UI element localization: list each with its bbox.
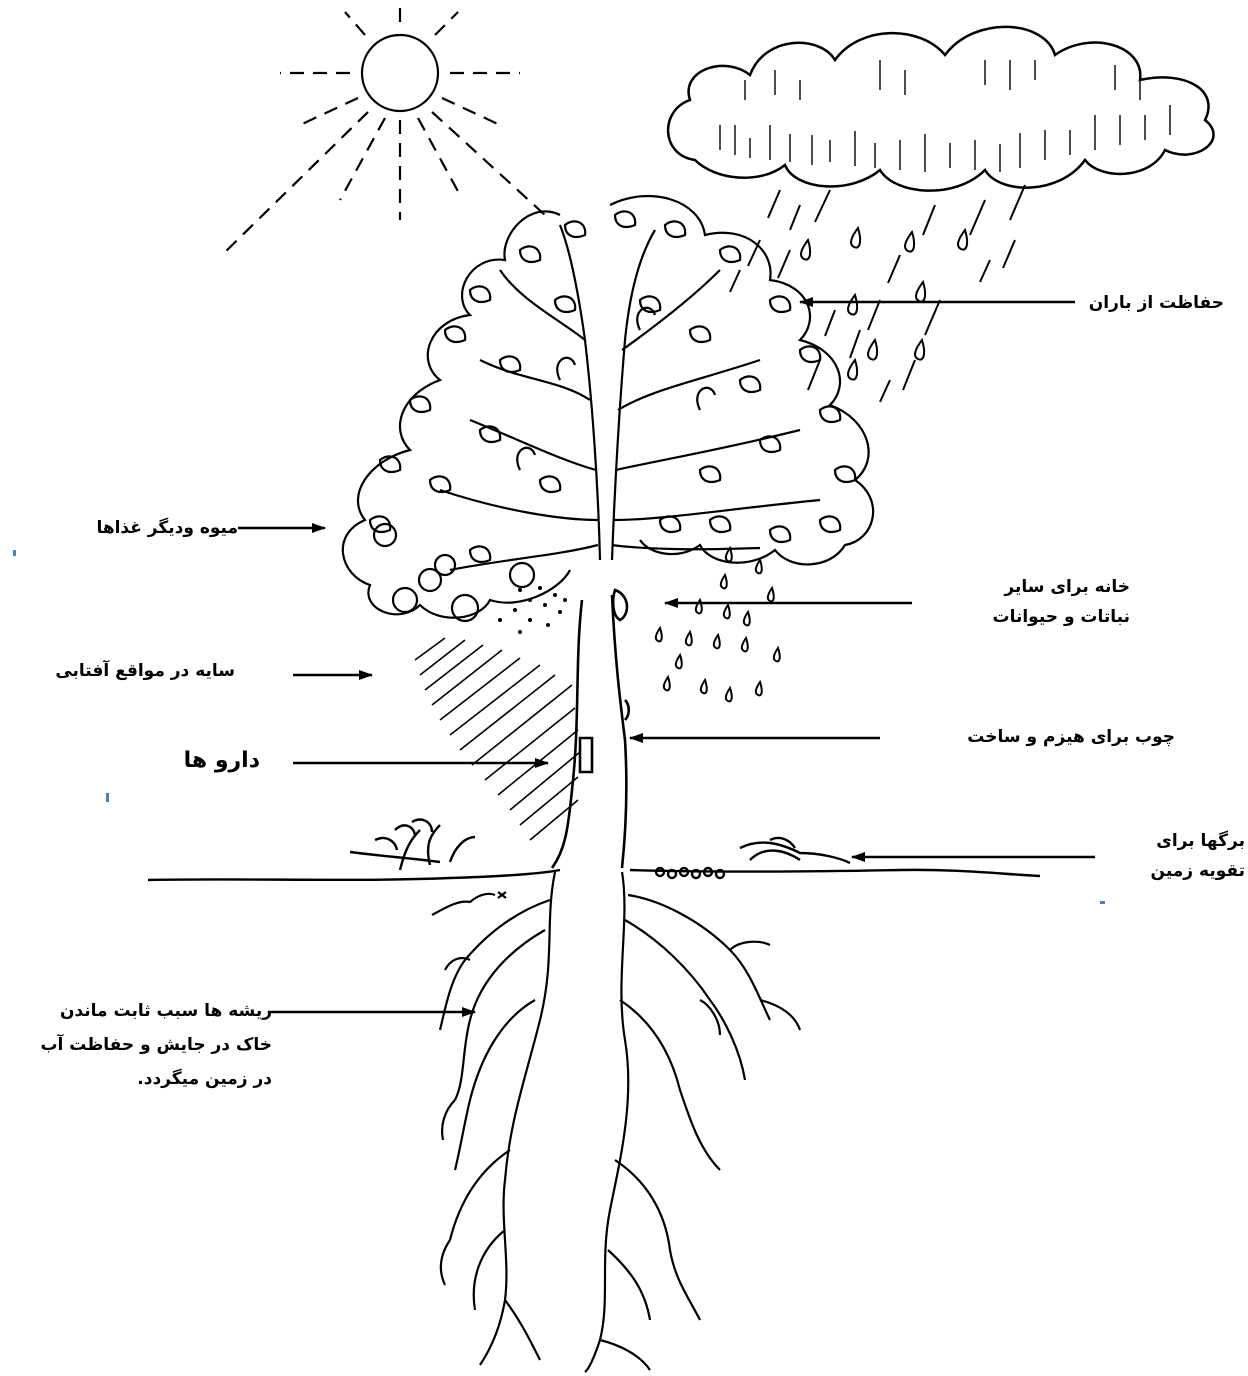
label-home: خانه برای سایر نباتات و حیوانات [950,572,1130,632]
shade-hatching [415,638,580,840]
fruit-dots [498,586,567,634]
label-fruit-food: میوه ودیگر غذاها [80,513,238,543]
marker-dot [106,793,109,802]
label-home-line1: خانه برای سایر [950,572,1130,602]
label-rain-protection: حفاظت از باران [1080,288,1224,318]
label-roots-line1: ریشه ها سبب ثابت ماندن [10,994,272,1028]
marker-dot [1100,901,1105,904]
label-leaves: برگها برای تقویه زمین [1130,826,1245,886]
label-home-line2: نباتات و حیوانات [950,602,1130,632]
marker-dot [13,550,16,556]
label-roots-line3: در زمین میگردد. [10,1062,272,1096]
label-medicine: دارو ها [170,746,260,776]
label-shade: سایه در مواقع آفتابی [40,656,235,686]
tree-canopy [343,196,873,621]
cloud-icon [668,27,1213,191]
tree-roots [440,872,800,1372]
label-wood: چوب برای هیزم و ساخت [945,722,1175,752]
tree-trunk [552,590,629,868]
sun-icon [222,2,545,255]
label-roots-line2: خاک در جایش و حفاظت آب [10,1028,272,1062]
worm-icon [432,892,506,915]
label-leaves-line1: برگها برای [1130,826,1245,856]
label-leaves-line2: تقویه زمین [1130,856,1245,886]
ground-line [148,820,1040,880]
label-roots: ریشه ها سبب ثابت ماندن خاک در جایش و حفا… [10,994,272,1096]
